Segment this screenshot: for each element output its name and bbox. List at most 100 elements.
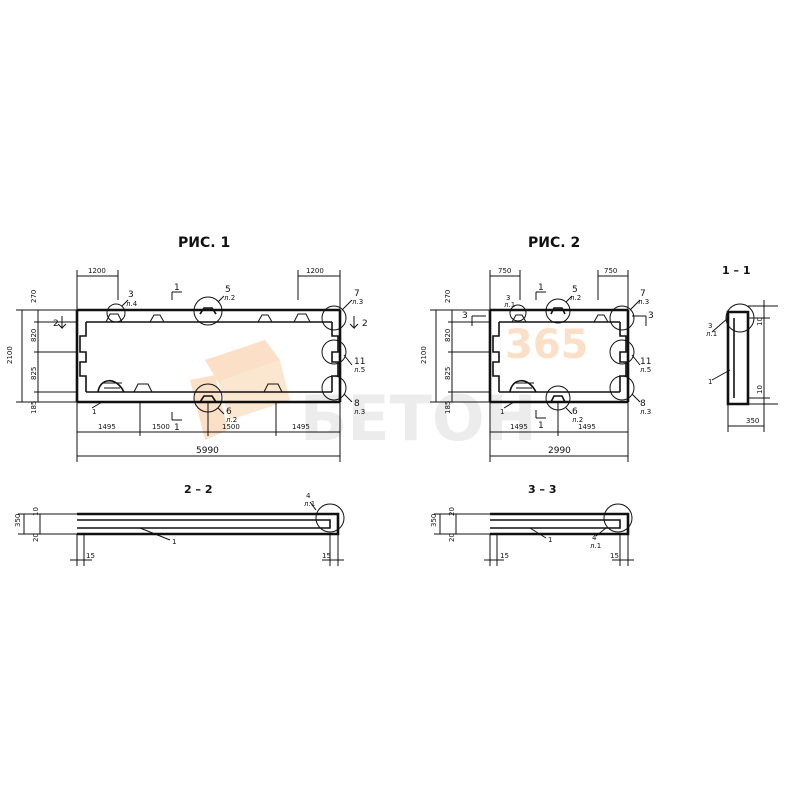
dim-bottom-1: 1495 [98,423,116,431]
fig2-dim-bottom-2: 1495 [578,423,596,431]
fig2-dim-left-4: 185 [444,401,452,414]
watermark-logo-icon [190,340,290,440]
marker-8: 8 [354,399,360,409]
dim-left-total: 2100 [6,346,14,364]
fig2-dim-top-left: 750 [498,267,511,275]
fig2-marker-5-ref: л.2 [570,294,581,302]
dim-top-right: 1200 [306,267,324,275]
cut-2-left: 2 [53,319,59,329]
marker-7: 7 [354,289,360,299]
watermark-brand: БЕТОН [300,382,537,455]
sec33-d-top: 20 [448,507,456,516]
section-3-3-title: 3 – 3 [528,483,556,496]
figure-2: РИС. 2 [420,235,654,462]
figure-2-dimensions: 750 750 1495 1495 2990 2100 270 820 825 … [420,267,629,462]
watermark-number: 365 [505,322,589,368]
figure-2-markers: 3 л.1 5 л.2 7 л.3 11 л.5 8 л.3 6 л.2 1 [500,285,651,424]
sec22-right-15: 15 [322,552,331,560]
fig2-marker-5: 5 [572,285,578,295]
marker-5-ref: л.2 [224,294,235,302]
dim-bottom-4: 1495 [292,423,310,431]
figure-1-leaders [91,295,353,415]
fig2-dim-left-2: 820 [444,329,452,342]
fig2-marker-3: 3 [506,294,510,302]
sec33-marker: 4 [592,534,597,542]
sec22-left-15: 15 [86,552,95,560]
sec22-d-top: 10 [32,507,40,516]
sec33-item: 1 [548,536,552,544]
fig2-marker-6-ref: л.2 [572,416,583,424]
section-2-2: 2 – 2 350 10 20 15 15 4 л.1 1 [14,483,345,566]
figure-1-markers: 3 л.4 5 л.2 7 л.3 11 л.5 8 л.3 6 л.2 1 [92,285,365,424]
dim-left-2: 820 [30,329,38,342]
section-3-3: 3 – 3 350 20 20 15 15 4 л.1 1 [430,483,634,566]
sec11-item: 1 [708,378,712,386]
section-2-2-title: 2 – 2 [184,483,212,496]
dim-top-left: 1200 [88,267,106,275]
figure-1-dimensions: 1200 1200 1495 1500 1500 1495 5990 2100 … [6,267,341,462]
marker-5: 5 [225,285,231,295]
dim-left-3: 825 [30,367,38,380]
dim-left-1: 270 [30,290,38,303]
fig2-cut-3-right: 3 [648,311,654,321]
sec22-item: 1 [172,538,176,546]
sec11-dim-bottom: 10 [756,385,764,394]
dim-left-4: 185 [30,401,38,414]
sec33-left-15: 15 [500,552,509,560]
marker-3-ref: л.4 [126,300,138,308]
fig2-cut-1-bottom: 1 [538,421,544,431]
figure-1-detail-circles [106,296,347,413]
marker-11-ref: л.5 [354,366,365,374]
figure-2-leaders [503,295,641,415]
section-1-1: 1 – 1 10 10 3 л.1 1 350 [706,264,778,432]
fig2-marker-6: 6 [572,407,578,417]
marker-3: 3 [128,290,134,300]
cut-2-right: 2 [362,319,368,329]
fig2-marker-11: 11 [640,357,651,367]
marker-11: 11 [354,357,365,367]
marker-1: 1 [92,408,96,416]
fig2-marker-7-ref: л.3 [638,298,649,306]
sec22-marker-ref: л.1 [304,500,315,508]
sec33-marker-ref: л.1 [590,542,601,550]
sec22-d-bottom: 20 [32,533,40,542]
marker-7-ref: л.3 [352,298,363,306]
sec33-right-15: 15 [610,552,619,560]
fig2-marker-8-ref: л.3 [640,408,651,416]
fig2-marker-7: 7 [640,289,646,299]
marker-6: 6 [226,407,232,417]
fig2-marker-1: 1 [500,408,504,416]
section-1-1-title: 1 – 1 [722,264,750,277]
sec11-marker: 3 [708,322,712,330]
fig2-cut-1-top: 1 [538,283,544,293]
sec33-height: 350 [430,514,438,527]
dim-bottom-2: 1500 [152,423,170,431]
sec33-d-bottom: 20 [448,533,456,542]
sec22-height: 350 [14,514,22,527]
fig2-marker-8: 8 [640,399,646,409]
dim-total: 5990 [196,446,219,456]
figure-1-cut-labels: 1 1 2 2 [53,283,368,433]
fig2-cut-3-left: 3 [462,311,468,321]
fig2-dim-top-right: 750 [604,267,617,275]
fig2-dim-left-3: 825 [444,367,452,380]
fig2-marker-3-ref: л.1 [504,301,515,309]
fig2-dim-left-1: 270 [444,290,452,303]
figure-2-panel [488,291,630,419]
fig2-marker-11-ref: л.5 [640,366,651,374]
dim-bottom-3: 1500 [222,423,240,431]
sec11-dim-top: 10 [756,317,764,326]
figure-1-title: РИС. 1 [178,235,230,251]
sec11-marker-ref: л.1 [706,330,717,338]
cut-1-top: 1 [174,283,180,293]
cut-1-bottom: 1 [174,423,180,433]
figure-1-panel [75,291,342,421]
figure-2-cut-labels: 1 1 3 3 [462,283,654,431]
sec22-marker: 4 [306,492,311,500]
figure-1: РИС. 1 [6,235,368,462]
figure-2-title: РИС. 2 [528,235,580,251]
sec11-width: 350 [746,417,759,425]
fig2-dim-left-total: 2100 [420,346,428,364]
fig2-dim-bottom-1: 1495 [510,423,528,431]
